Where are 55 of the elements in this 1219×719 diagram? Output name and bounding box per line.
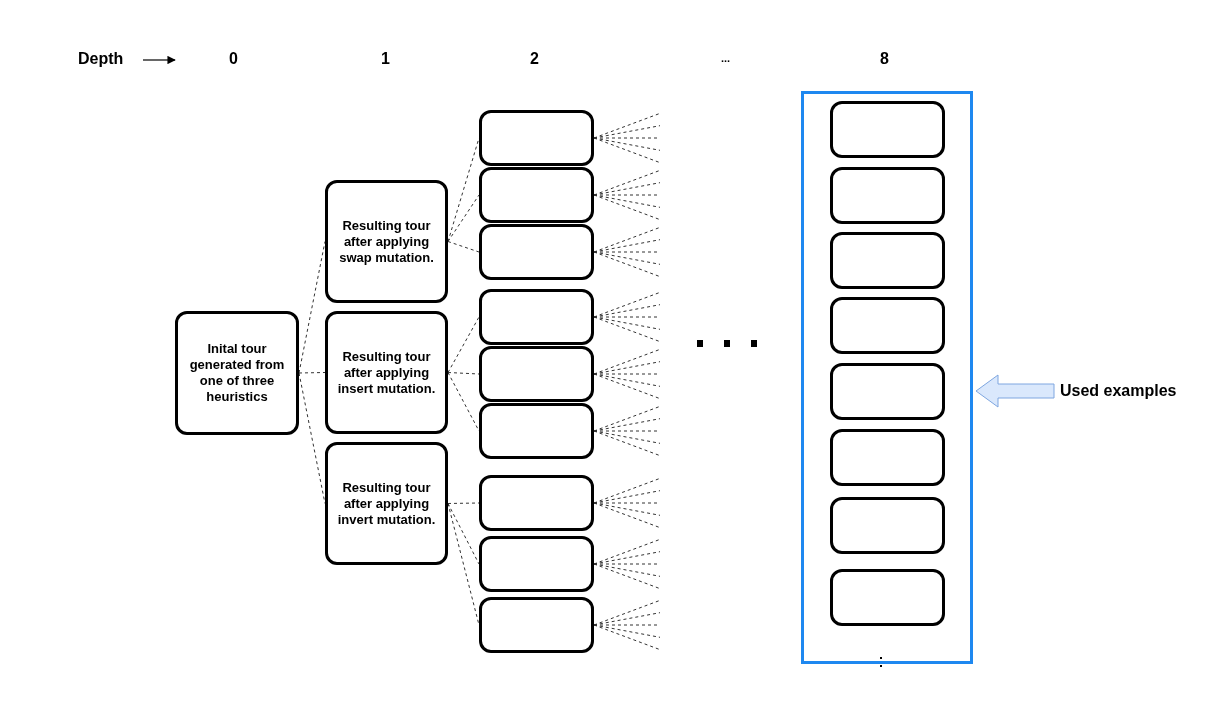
empty-box	[479, 346, 594, 402]
dashed-branch-line	[593, 137, 661, 164]
empty-box	[830, 167, 945, 224]
dashed-branch-line	[593, 624, 661, 651]
empty-box	[479, 110, 594, 166]
dashed-branch-line	[593, 477, 661, 504]
process-box: Resulting tour after applying swap mutation.	[325, 180, 448, 303]
callout-text: Used examples	[1060, 380, 1210, 402]
dashed-branch-line	[593, 226, 661, 253]
empty-box	[830, 569, 945, 626]
process-box: Resulting tour after applying invert mutation.	[325, 442, 448, 565]
depth-number: ...	[721, 52, 731, 64]
dashed-branch-line	[593, 502, 661, 529]
process-box: Resulting tour after applying insert mutation.	[325, 311, 448, 434]
dashed-branch-line	[593, 599, 661, 626]
empty-box	[479, 597, 594, 653]
connector-line	[447, 194, 480, 242]
empty-box	[830, 101, 945, 158]
connector-line	[447, 316, 480, 373]
empty-box	[830, 232, 945, 289]
dashed-branch-line	[593, 194, 661, 221]
empty-box	[830, 497, 945, 554]
depth-number: 0	[229, 50, 238, 68]
depth-number: 1	[381, 50, 390, 68]
empty-box	[479, 224, 594, 280]
depth-number: 2	[530, 50, 539, 68]
empty-box	[479, 403, 594, 459]
process-box: Inital tour generated from one of three heuristics	[175, 311, 299, 435]
block-arrow	[975, 374, 1055, 408]
connector-line	[447, 503, 480, 626]
empty-box	[830, 297, 945, 354]
empty-box	[479, 289, 594, 345]
dashed-branch-line	[593, 373, 661, 400]
connector-line	[447, 503, 480, 565]
empty-box	[479, 475, 594, 531]
dashed-branch-line	[593, 169, 661, 196]
empty-box	[479, 167, 594, 223]
connector-line	[447, 372, 480, 375]
dashed-branch-line	[593, 563, 661, 590]
dashed-branch-line	[593, 316, 661, 343]
connector-line	[447, 241, 480, 253]
connector-line	[298, 372, 326, 374]
dashed-branch-line	[593, 251, 661, 278]
empty-box	[479, 536, 594, 592]
empty-box	[830, 429, 945, 486]
dashed-branch-line	[593, 405, 661, 432]
dashed-branch-line	[593, 348, 661, 375]
selection-frame	[801, 91, 973, 664]
dashed-branch-line	[593, 538, 661, 565]
dashed-branch-line	[593, 112, 661, 139]
axis-label: Depth	[78, 50, 124, 68]
empty-box	[830, 363, 945, 420]
dashed-branch-line	[593, 291, 661, 318]
dashed-branch-line	[593, 430, 661, 457]
depth-number: 8	[880, 50, 889, 68]
